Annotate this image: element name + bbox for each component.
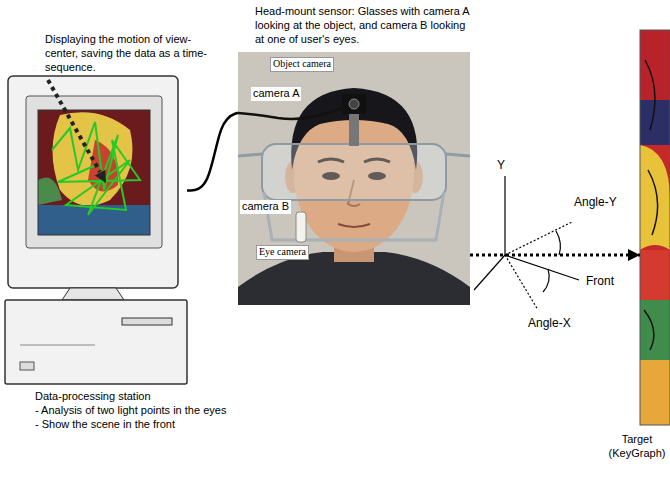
head-photo-part <box>349 99 359 109</box>
head-photo <box>238 52 470 305</box>
connector-group <box>187 113 640 255</box>
label-holder: camera A <box>251 87 301 101</box>
computer-monitor <box>5 76 187 384</box>
axis-label: Front <box>586 274 614 289</box>
label-holder: Eye camera <box>256 245 309 260</box>
photo-caption: Eye camera <box>256 245 309 260</box>
screen-painting-part <box>38 110 150 235</box>
axis-lines-part <box>505 255 538 310</box>
label-holder: camera B <box>240 200 291 214</box>
angle-label: Angle-X <box>528 316 571 331</box>
camera-label: camera A <box>251 87 301 101</box>
node-text: - Analysis of two light points in the ey… <box>35 404 263 418</box>
target-painting <box>640 30 670 425</box>
target-painting-part <box>640 360 670 425</box>
display-note: Displaying the motion of view-center, sa… <box>45 33 217 75</box>
node-heading: Data-processing station <box>35 390 263 404</box>
target-painting-part <box>640 30 670 425</box>
screen-painting-part <box>38 205 150 235</box>
computer-monitor-part <box>122 318 172 325</box>
screen-painting-part <box>38 110 150 235</box>
head-photo-part <box>349 112 359 146</box>
label-holder: Angle-X <box>528 316 571 331</box>
axis-label: Y <box>497 158 505 173</box>
screen-painting <box>38 110 150 235</box>
head-photo-part <box>238 154 262 156</box>
computer-monitor-part <box>20 362 34 370</box>
target-painting-part <box>640 30 670 425</box>
computer-monitor-part <box>5 300 187 384</box>
label-holder: Displaying the motion of view-center, sa… <box>45 33 217 75</box>
leader-arrow-part <box>95 170 106 183</box>
head-photo-part <box>342 94 366 114</box>
computer-monitor-part <box>26 96 162 248</box>
head-photo-part <box>238 52 470 305</box>
computer-station: Data-processing station- Analysis of two… <box>5 75 187 387</box>
head-photo-part <box>338 224 370 227</box>
computer-monitor-part <box>62 288 124 300</box>
camera-label: camera B <box>240 200 291 214</box>
cable-line <box>187 113 238 191</box>
label-holder: Y <box>497 158 505 173</box>
photo-caption: Object camera <box>270 57 334 72</box>
head-photo-part <box>296 212 306 242</box>
leader-arrow <box>48 80 106 183</box>
angle-label: Angle-Y <box>574 195 617 210</box>
label-holder: Object camera <box>270 57 334 72</box>
target-painting-part <box>640 250 670 300</box>
node-caption: Data-processing station- Analysis of two… <box>35 390 263 432</box>
node-text: - Show the scene in the front <box>35 418 263 432</box>
target-painting-part <box>640 300 670 360</box>
head-photo-part <box>238 108 342 119</box>
computer-monitor-part <box>8 76 178 288</box>
target-painting-part <box>640 145 670 250</box>
node-heading: Target (KeyGraph) <box>606 433 668 461</box>
axis-lines-part <box>543 269 549 292</box>
head-photo-part <box>262 144 446 200</box>
target-painting-part <box>644 60 658 350</box>
computer-monitor-part <box>20 345 95 346</box>
label-holder: Angle-Y <box>574 195 617 210</box>
axis-lines-part <box>474 255 505 290</box>
target-painting: Target (KeyGraph) <box>640 30 670 425</box>
label-holder: Front <box>586 274 614 289</box>
axis-lines-part <box>505 255 579 280</box>
axis-lines <box>474 176 579 310</box>
axis-lines-part <box>504 176 505 255</box>
node-caption: Target (KeyGraph) <box>606 433 668 461</box>
axis-lines-part <box>556 231 560 255</box>
gaze-arrow <box>470 254 640 257</box>
screen-painting-part <box>52 122 140 215</box>
axis-lines-part <box>505 222 572 255</box>
leader-arrow-part <box>48 80 100 172</box>
node-caption: Head-mount sensor: Glasses with camera A… <box>255 5 475 47</box>
head-photo-part <box>446 154 470 156</box>
node-heading: Head-mount sensor: Glasses with camera A… <box>255 5 475 47</box>
